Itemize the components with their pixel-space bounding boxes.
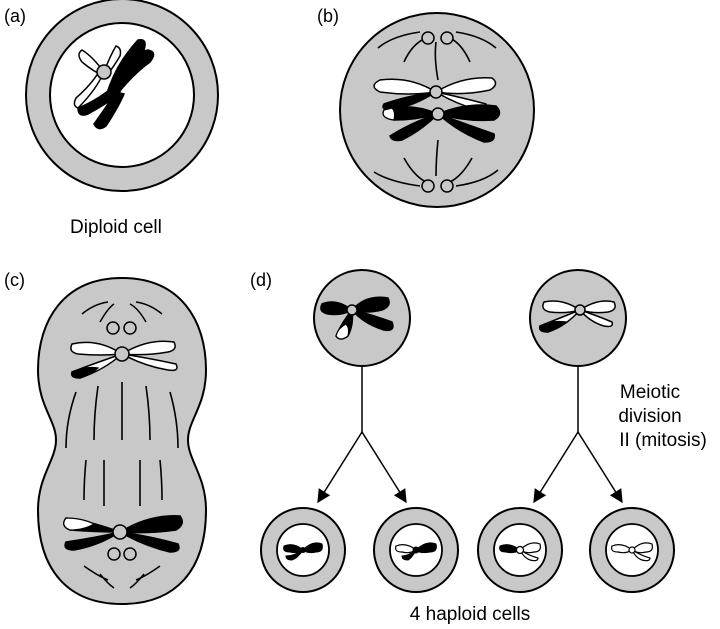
centromere [432, 108, 444, 120]
centriole [441, 180, 453, 192]
dividing-cell-c [38, 278, 206, 604]
centromere [430, 86, 442, 98]
panel-c: (c) [4, 270, 206, 604]
centromere [575, 305, 585, 315]
panel-b: (b) [317, 6, 534, 207]
panel-a-label: (a) [4, 6, 26, 26]
centriole [422, 32, 434, 44]
haploid-cell-1 [261, 508, 345, 592]
panel-d: (d) Meiotic div [250, 270, 707, 625]
meiotic-label-line2: division [618, 406, 681, 427]
centriole [124, 322, 136, 334]
haploid-cell-4 [590, 508, 674, 592]
panel-d-label: (d) [250, 270, 272, 290]
haploid-cell-2 [374, 508, 458, 592]
panel-a: (a) Diploid cell [4, 0, 218, 238]
centromere [113, 86, 121, 94]
haploid-cell-3 [478, 508, 562, 592]
centromere [97, 65, 111, 79]
centriole [422, 180, 434, 192]
meiotic-label-line1: Meiotic [620, 382, 680, 403]
panel-c-label: (c) [4, 270, 25, 290]
meiotic-label-line3: II (mitosis) [619, 430, 707, 451]
centriole [124, 548, 136, 560]
centriole [108, 548, 120, 560]
panel-d-caption: 4 haploid cells [410, 604, 530, 625]
panel-a-caption: Diploid cell [70, 217, 162, 238]
centromere [113, 525, 127, 539]
centriole [107, 322, 119, 334]
division-arrows [318, 366, 622, 502]
panel-b-label: (b) [317, 6, 339, 26]
secondary-cell-right [530, 270, 626, 366]
centromere [115, 347, 129, 361]
centromere [347, 305, 357, 315]
centriole [441, 32, 453, 44]
